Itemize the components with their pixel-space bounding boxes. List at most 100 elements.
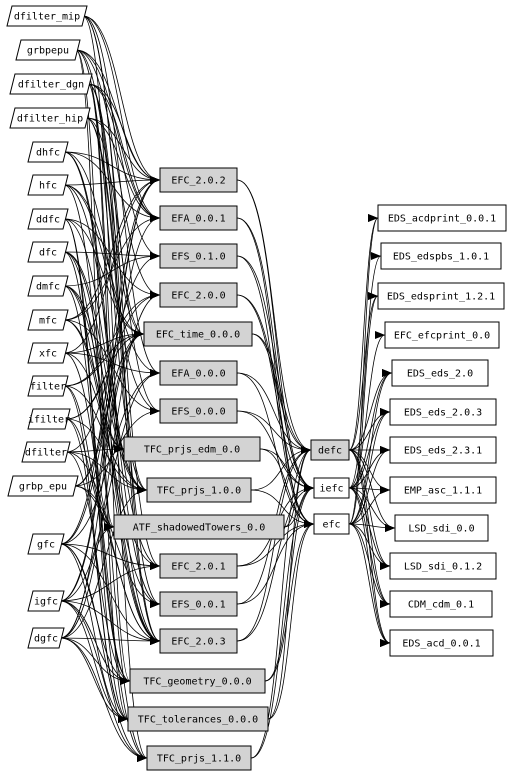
- hub-node-box: [313, 513, 350, 535]
- edge-gfc-to-tfc-tolerances-0-0-0: [59, 543, 129, 720]
- input-node-shape: [27, 627, 65, 649]
- package-node-atf-shadowedtowers-0-0[interactable]: ATF_shadowedTowers_0.0: [113, 514, 285, 540]
- input-node-mfc[interactable]: mfc: [27, 309, 69, 331]
- input-node-label: dfilter_dgn: [18, 80, 84, 91]
- output-node-eds-acd-0-0-1[interactable]: EDS_acd_0.0.1: [389, 629, 494, 657]
- package-node-efs-0-1-0[interactable]: EFS_0.1.0: [159, 243, 238, 269]
- edge-dgfc-to-tfc-prjs-1-1-0: [59, 637, 148, 759]
- input-node-dfilter-mip[interactable]: dfilter_mip: [6, 5, 88, 27]
- edge-efc-to-eds-eds-2-3-1: [348, 449, 391, 525]
- input-node-dmfc[interactable]: dmfc: [27, 275, 69, 297]
- package-node-box: [127, 706, 269, 732]
- input-node-shape: [21, 441, 71, 463]
- package-node-efc-2-0-1[interactable]: EFC_2.0.1: [159, 553, 238, 579]
- input-node-label: igfc: [34, 597, 58, 608]
- output-node-eds-edsprint-1-2-1[interactable]: EDS_edsprint_1.2.1: [377, 282, 505, 310]
- edge-xfc-to-efc-2-0-2: [63, 179, 161, 354]
- edge-dgfc-to-tfc-prjs-1-0-0: [59, 489, 148, 639]
- edge-tfc-tolerances-0-0-0-to-efc: [267, 523, 315, 720]
- input-node-label: xfc: [39, 349, 57, 360]
- package-node-efa-0-0-1[interactable]: EFA_0.0.1: [159, 205, 238, 231]
- package-node-tfc-prjs-1-0-0[interactable]: TFC_prjs_1.0.0: [146, 477, 252, 503]
- edge-dgfc-to-tfc-tolerances-0-0-0: [59, 637, 129, 720]
- input-node-dfc[interactable]: dfc: [27, 241, 69, 263]
- output-node-eds-edspbs-1-0-1[interactable]: EDS_edspbs_1.0.1: [380, 242, 502, 270]
- input-node-ddfc[interactable]: ddfc: [27, 208, 69, 230]
- edge-efc-2-0-0-to-defc: [236, 294, 312, 451]
- output-node-efc-efcprint-0-0[interactable]: EFC_efcprint_0.0: [384, 321, 500, 349]
- output-node-eds-eds-2-3-1[interactable]: EDS_eds_2.3.1: [389, 436, 497, 464]
- edge-iefc-to-lsd-sdi-0-1-2: [348, 487, 391, 567]
- edge-efc-to-eds-acdprint-0-0-1: [348, 217, 379, 525]
- edge-dfc-to-efs-0-1-0: [63, 251, 161, 257]
- edge-tfc-tolerances-0-0-0-to-efc-arrowhead: [304, 520, 314, 528]
- input-node-grbp-epu[interactable]: grbp_epu: [7, 475, 79, 497]
- input-node-ifilter[interactable]: ifilter: [27, 408, 71, 430]
- package-node-label: TFC_prjs_1.1.0: [157, 754, 241, 765]
- package-node-tfc-prjs-edm-0-0[interactable]: TFC_prjs_edm_0.0: [123, 436, 261, 462]
- output-node-label: EDS_acdprint_0.0.1: [388, 214, 496, 225]
- input-node-dfilter[interactable]: dfilter: [21, 441, 71, 463]
- edge-efc-to-eds-acd-0-0-1-arrowhead: [380, 639, 390, 647]
- package-node-tfc-geometry-0-0-0[interactable]: TFC_geometry_0.0.0: [129, 668, 266, 694]
- input-node-label: dhfc: [36, 148, 60, 159]
- input-node-hfc[interactable]: hfc: [27, 174, 69, 196]
- edge-efc-2-0-2-to-defc: [236, 179, 312, 451]
- output-node-cdm-cdm-0-1[interactable]: CDM_cdm_0.1: [389, 590, 493, 618]
- package-node-efc-time-0-0-0[interactable]: EFC_time_0.0.0: [143, 321, 253, 347]
- edge-efc-to-eds-acd-0-0-1: [348, 523, 391, 644]
- hub-node-defc[interactable]: defc: [310, 439, 350, 461]
- input-node-shape: [7, 475, 79, 497]
- package-node-label: EFA_0.0.1: [171, 214, 225, 225]
- edge-efc-to-eds-eds-2-0-3-arrowhead: [380, 408, 390, 416]
- output-node-eds-eds-2-0-3[interactable]: EDS_eds_2.0.3: [389, 398, 497, 426]
- input-node-dfilter-dgn[interactable]: dfilter_dgn: [9, 73, 93, 95]
- package-node-efc-2-0-2[interactable]: EFC_2.0.2: [159, 167, 238, 193]
- output-node-box: [389, 629, 494, 657]
- package-node-efc-2-0-3[interactable]: EFC_2.0.3: [159, 628, 238, 654]
- input-node-xfc[interactable]: xfc: [27, 342, 69, 364]
- input-node-shape: [27, 408, 71, 430]
- hub-node-label: defc: [318, 446, 342, 457]
- input-node-igfc[interactable]: igfc: [27, 590, 65, 612]
- input-node-dfilter-hip[interactable]: dfilter_hip: [9, 107, 91, 129]
- package-node-box: [159, 591, 238, 617]
- package-node-efs-0-0-0[interactable]: EFS_0.0.0: [159, 398, 238, 424]
- package-node-label: EFC_time_0.0.0: [156, 330, 240, 341]
- output-node-eds-acdprint-0-0-1[interactable]: EDS_acdprint_0.0.1: [377, 204, 507, 232]
- edge-dgfc-to-efc-2-0-3-arrowhead: [150, 637, 160, 645]
- output-node-box: [389, 398, 497, 426]
- edge-efc-to-lsd-sdi-0-1-2: [348, 523, 391, 567]
- package-node-label: ATF_shadowedTowers_0.0: [133, 523, 265, 534]
- output-node-eds-eds-2-0[interactable]: EDS_eds_2.0: [391, 359, 489, 387]
- output-node-emp-asc-1-1-1[interactable]: EMP_asc_1.1.1: [389, 476, 497, 504]
- package-node-box: [129, 668, 266, 694]
- edge-efc-to-eds-edsprint-1-2-1-arrowhead: [368, 292, 378, 300]
- edge-dmfc-to-efs-0-1-0: [63, 255, 161, 287]
- input-node-grbpepu[interactable]: grbpepu: [15, 39, 81, 61]
- package-node-tfc-prjs-1-1-0[interactable]: TFC_prjs_1.1.0: [146, 745, 252, 771]
- edge-dfc-to-efc-2-0-3: [63, 251, 161, 642]
- input-node-gfc[interactable]: gfc: [27, 533, 65, 555]
- hub-node-efc[interactable]: efc: [313, 513, 350, 535]
- edge-grbp-epu-to-efs-0-0-1-arrowhead: [150, 600, 160, 608]
- edge-xfc-to-efc-time-0-0-0: [63, 333, 145, 354]
- package-node-tfc-tolerances-0-0-0[interactable]: TFC_tolerances_0.0.0: [127, 706, 269, 732]
- input-node-filter[interactable]: filter: [27, 375, 69, 397]
- output-node-lsd-sdi-0-0[interactable]: LSD_sdi_0.0: [394, 514, 489, 542]
- edge-mfc-to-efc-2-0-3: [63, 319, 161, 642]
- input-node-dhfc[interactable]: dhfc: [27, 141, 69, 163]
- output-node-lsd-sdi-0-1-2[interactable]: LSD_sdi_0.1.2: [389, 552, 497, 580]
- edge-dfilter-hip-to-efc-2-0-3: [85, 117, 161, 642]
- package-node-efs-0-0-1[interactable]: EFS_0.0.1: [159, 591, 238, 617]
- package-node-efc-2-0-0[interactable]: EFC_2.0.0: [159, 282, 238, 308]
- input-node-shape: [27, 375, 69, 397]
- package-node-efa-0-0-0[interactable]: EFA_0.0.0: [159, 360, 238, 386]
- input-node-dgfc[interactable]: dgfc: [27, 627, 65, 649]
- package-node-box: [146, 745, 252, 771]
- edge-xfc-to-efa-0-0-0: [63, 352, 161, 374]
- edge-gfc-to-efc-2-0-2: [59, 179, 161, 545]
- hub-node-iefc[interactable]: iefc: [313, 477, 350, 499]
- package-node-label: TFC_prjs_1.0.0: [157, 486, 241, 497]
